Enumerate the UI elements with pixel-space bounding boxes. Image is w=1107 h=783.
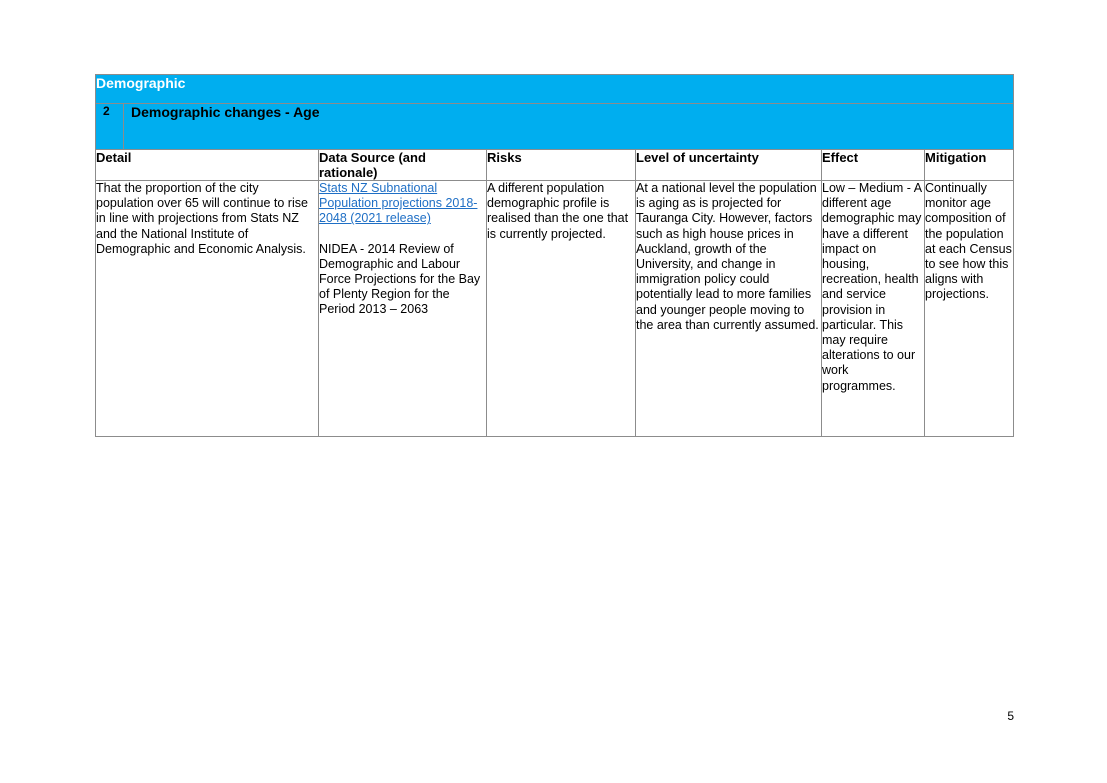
risk-title: Demographic changes - Age [122, 103, 1015, 150]
cell-risks: A different population demographic profi… [486, 180, 636, 437]
header-effect: Effect [821, 149, 925, 181]
cell-mitigation: Continually monitor age composition of t… [923, 180, 1015, 437]
cell-data-source: Stats NZ Subnational Population projecti… [318, 180, 487, 437]
page-number: 5 [1007, 709, 1014, 723]
cell-effect: Low – Medium - A different age demograph… [821, 180, 925, 437]
risk-title-row: 2 Demographic changes - Age [95, 103, 1015, 150]
risk-number: 2 [95, 103, 124, 150]
header-data-source: Data Source (and rationale) [318, 149, 487, 181]
header-mitigation: Mitigation [923, 149, 1015, 181]
header-detail: Detail [95, 149, 319, 181]
header-risks: Risks [486, 149, 636, 181]
nidea-source-text: NIDEA - 2014 Review of Demographic and L… [319, 241, 481, 317]
cell-detail: That the proportion of the city populati… [95, 180, 319, 437]
header-uncertainty: Level of uncertainty [635, 149, 822, 181]
spacer [319, 227, 486, 242]
stats-nz-projections-link[interactable]: Stats NZ Subnational Population projecti… [319, 181, 478, 226]
column-header-row: Detail Data Source (and rationale) Risks… [95, 149, 1015, 181]
cell-uncertainty: At a national level the population is ag… [635, 180, 822, 437]
table-row: That the proportion of the city populati… [95, 180, 1015, 437]
section-title: Demographic [94, 74, 1015, 104]
risk-table: Demographic 2 Demographic changes - Age … [94, 74, 1015, 437]
section-header-row: Demographic [94, 74, 1015, 104]
